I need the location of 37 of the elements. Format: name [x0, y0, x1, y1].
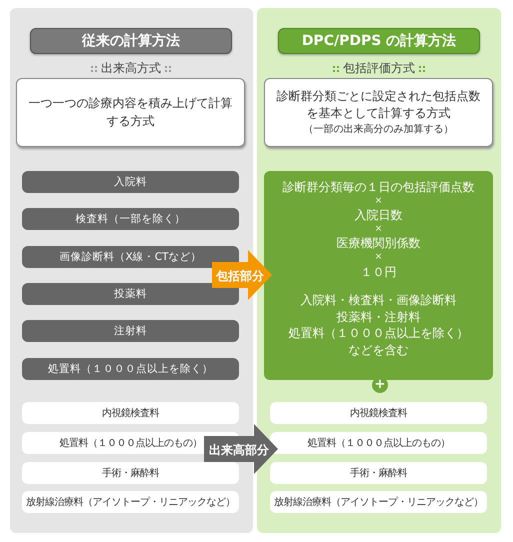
formula-text: 医療機関別係数 [336, 235, 420, 252]
fee-item: 内視鏡検査料 [270, 402, 487, 424]
fee-item: 画像診断料（X線・CTなど） [22, 246, 239, 268]
method-subtitle: 包括評価方式 [343, 60, 415, 77]
fee-item: 手術・麻酔料 [22, 462, 239, 484]
formula-text: 入院料・検査料・画像診断料 [300, 292, 456, 309]
formula-text: 投薬料・注射料 [336, 308, 420, 326]
formula-card [264, 171, 493, 380]
fee-item: 内視鏡検査料 [22, 402, 239, 424]
formula-text: 診断群分類毎の１日の包括評価点数 [282, 179, 474, 196]
fee-item: 手術・麻酔料 [270, 462, 487, 484]
column-heading: 従来の計算方法 [30, 28, 232, 54]
formula-text: １０円 [360, 264, 396, 280]
description-text: （一部の出来高分のみ加算する） [304, 122, 454, 137]
formula-text: 入院日数 [354, 207, 402, 224]
formula-text: × [374, 196, 382, 208]
edge-label: 包括部分 [216, 269, 264, 283]
description-card [264, 78, 493, 147]
formula-text: 処置料（１０００点以上を除く） [288, 325, 468, 342]
description-text: 診断群分類ごとに設定された包括点数を基本として計算する方式 [276, 88, 482, 122]
fee-item: 放射線治療料（アイソトープ・リニアックなど） [22, 491, 239, 513]
description-card [16, 78, 245, 147]
formula-text: × [374, 252, 382, 264]
description-text: 一つ一つの診療内容を積み上げて計算する方式 [28, 95, 234, 130]
plus-circle: + [372, 377, 388, 393]
column-heading: DPC/PDPS の計算方法 [278, 28, 480, 54]
fee-item: 投薬料 [22, 283, 239, 305]
method-subtitle: 出来高方式 [101, 60, 161, 77]
formula-text: などを含む [348, 342, 408, 358]
fee-item: 検査料（一部を除く） [22, 208, 239, 230]
formula-text: × [374, 224, 382, 236]
fee-item: 放射線治療料（アイソトープ・リニアックなど） [270, 491, 487, 513]
fee-item: 注射料 [22, 320, 239, 342]
fee-item: 処置料（１０００点以上のもの） [270, 432, 487, 454]
fee-item: 処置料（１０００点以上を除く） [22, 358, 239, 380]
fee-item: 入院料 [22, 171, 239, 193]
edge-label: 出来高部分 [209, 443, 269, 457]
